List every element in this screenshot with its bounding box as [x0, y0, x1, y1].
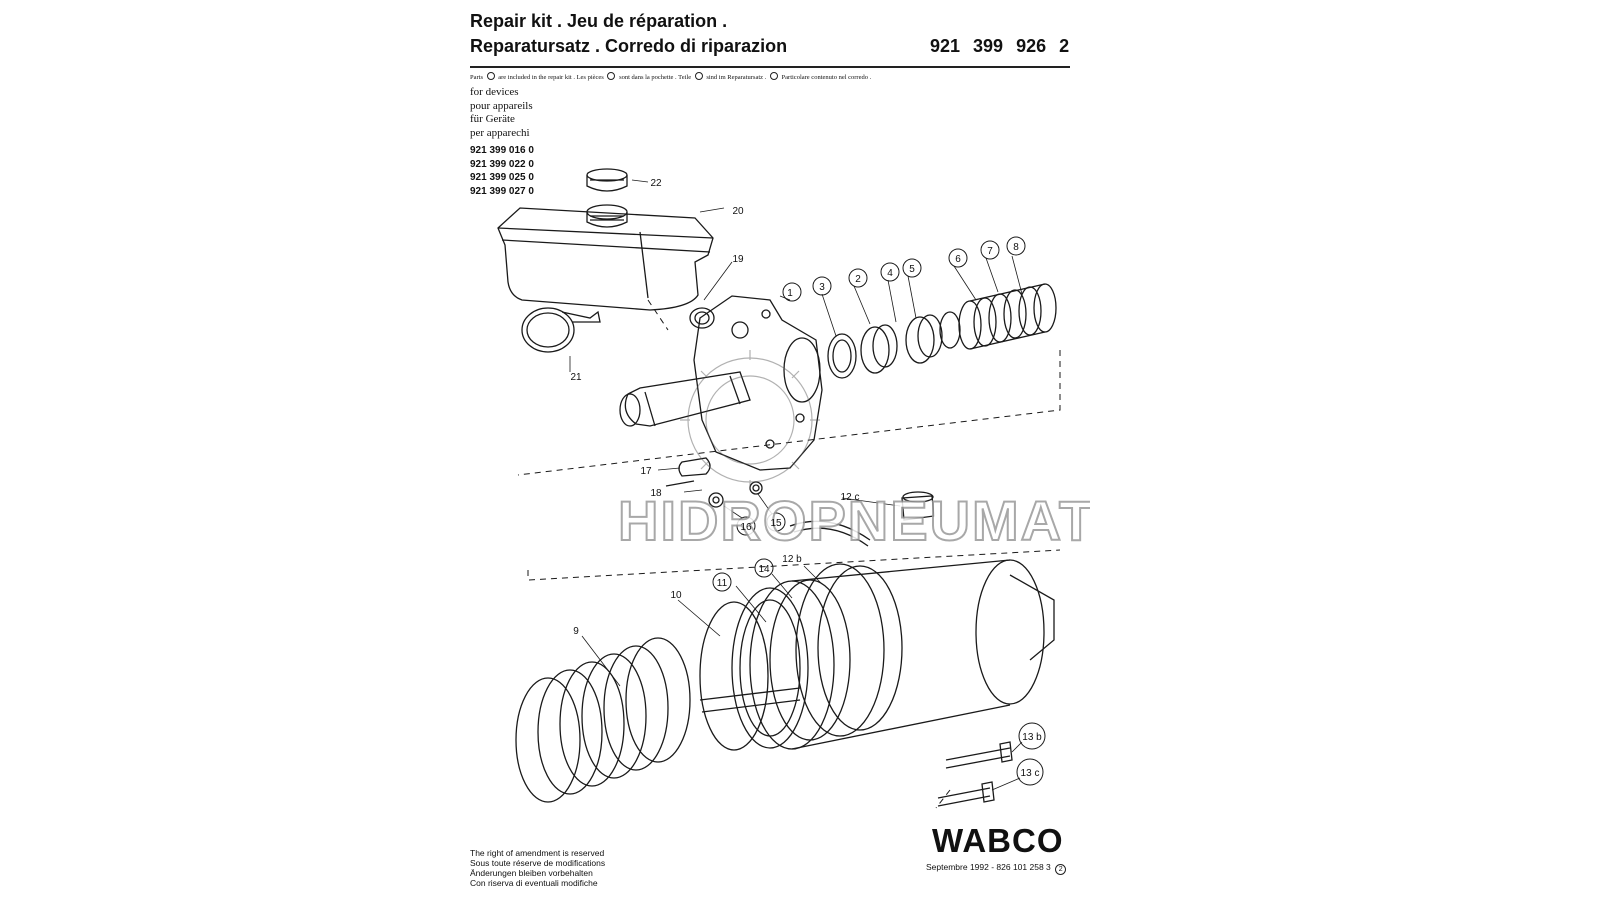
circle-marker-icon — [769, 72, 778, 80]
callout-22: 22 — [650, 178, 662, 189]
title-line-1: Repair kit . Jeu de réparation . — [470, 11, 728, 31]
callout-circles — [712, 236, 1046, 786]
piston-spring-6-8 — [958, 283, 1057, 350]
device-number: 921 399 016 0 — [470, 145, 534, 156]
devices-line: für Geräte — [470, 113, 515, 125]
leader-lines — [569, 179, 1023, 791]
amendment-notice: The right of amendment is reserved Sous … — [470, 848, 605, 888]
return-spring-9 — [515, 637, 691, 803]
master-cylinder-flange — [693, 295, 823, 471]
callout-16: 16 — [740, 522, 752, 533]
bushing-12c — [901, 491, 935, 521]
device-number-list: 921 399 016 0 921 399 022 0 921 399 025 … — [470, 144, 534, 198]
callout-17: 17 — [640, 466, 652, 477]
callout-9: 9 — [573, 626, 579, 637]
callout-6: 6 — [955, 254, 961, 265]
ring-10 — [699, 601, 769, 751]
reservoir-cap — [586, 168, 628, 192]
device-number: 921 399 027 0 — [470, 185, 534, 197]
master-cylinder-body — [619, 371, 751, 427]
repair-kit-sheet: Repair kit . Jeu de réparation . Reparat… — [470, 0, 1090, 900]
callout-8: 8 — [1013, 242, 1019, 253]
callout-18: 18 — [650, 488, 662, 499]
devices-line: per apparechi — [470, 126, 530, 139]
gear-icon — [680, 350, 820, 490]
hose-clamp — [521, 307, 601, 353]
notice-line: The right of amendment is reserved — [470, 848, 605, 858]
legend-line: Parts are included in the repair kit . L… — [470, 72, 871, 81]
callout-13c: 13 c — [1021, 768, 1040, 779]
callout-5: 5 — [909, 264, 915, 275]
title-line-2: Reparatursatz . Corredo di riparazion — [470, 36, 788, 56]
spring-chamber-housing — [749, 559, 1055, 750]
devices-label: for devices pour appareils für Geräte pe… — [470, 86, 533, 140]
notice-line: Änderungen bleiben vorbehalten — [470, 868, 593, 878]
device-number: 921 399 022 0 — [470, 158, 534, 170]
callout-21: 21 — [570, 372, 582, 383]
header-divider — [470, 66, 1070, 68]
callout-7: 7 — [987, 246, 993, 257]
assembly-dashed-lines — [517, 299, 1061, 809]
fluid-reservoir — [497, 204, 714, 311]
devices-line: pour appareils — [470, 99, 533, 112]
grommet-19 — [689, 307, 715, 329]
legend-text-1: Parts — [470, 74, 483, 81]
legend-text-3: sont dans la pochette . Teile — [619, 74, 692, 81]
callout-10: 10 — [670, 590, 682, 601]
legend-text-4: sind im Reparatursatz . — [706, 74, 767, 81]
callout-labels: 1 2 3 4 5 6 7 8 9 10 11 12 b 12 c 13 b 1… — [570, 178, 1042, 779]
revision-badge: 2 — [1055, 864, 1067, 875]
callout-19: 19 — [732, 254, 744, 265]
callout-4: 4 — [887, 268, 893, 279]
diaphragm-11-14 — [731, 587, 809, 749]
document-date: Septembre 1992 - 826 101 258 3 2 — [926, 862, 1068, 875]
callout-14: 14 — [758, 564, 770, 575]
wabco-logo: WABCO — [932, 822, 1064, 859]
callout-12c: 12 c — [841, 492, 860, 503]
callout-15: 15 — [770, 518, 782, 529]
callout-1: 1 — [787, 288, 793, 299]
gasket-ring — [789, 520, 871, 547]
notice-line: Sous toute réserve de modifications — [470, 858, 606, 868]
callout-11: 11 — [717, 578, 728, 589]
legend-text-5: Particolare contenuto nel corredo . — [781, 74, 872, 81]
circle-marker-icon — [694, 72, 703, 80]
exploded-view-diagram: HIDROPNEUMAT 1 2 3 4 5 6 7 8 9 10 11 12 … — [497, 168, 1090, 809]
small-parts-15-18 — [665, 457, 763, 508]
callout-13b: 13 b — [1022, 732, 1042, 743]
callout-12b: 12 b — [782, 554, 802, 565]
push-rod — [699, 687, 801, 713]
seal-set — [827, 311, 961, 379]
circle-marker-icon — [486, 72, 495, 80]
callout-20: 20 — [732, 206, 744, 217]
circle-marker-icon — [607, 72, 616, 80]
callout-2: 2 — [855, 274, 861, 285]
notice-line: Con riserva di eventuali modifiche — [470, 878, 598, 888]
callout-3: 3 — [819, 282, 825, 293]
legend-text-2: are included in the repair kit . Les piè… — [498, 74, 604, 81]
part-number: 921 399 926 2 — [930, 36, 1070, 56]
bolts-13 — [937, 741, 1013, 807]
date-text: Septembre 1992 - 826 101 258 3 — [926, 862, 1051, 872]
devices-line: for devices — [470, 86, 519, 98]
device-number: 921 399 025 0 — [470, 172, 534, 183]
watermark-text: HIDROPNEUMAT — [618, 489, 1090, 552]
